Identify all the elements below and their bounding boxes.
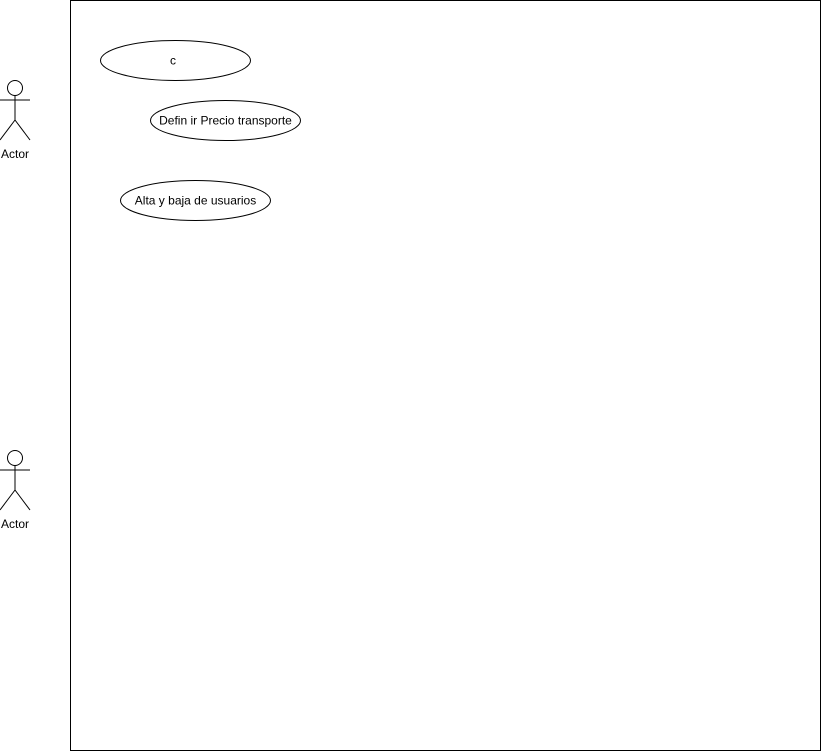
actor-label: Actor [1,517,29,531]
actor-left-leg [0,489,16,511]
use-case-definir-precio-transporte[interactable]: Defin ir Precio transporte [150,100,301,141]
use-case-label: c [170,54,176,68]
use-case-label: Defin ir Precio transporte [159,114,292,128]
use-case-c[interactable]: c [100,40,251,81]
actor-head [7,80,23,96]
actor-right-leg [14,489,31,511]
actor-1[interactable]: Actor [0,80,31,162]
use-case-ellipse [120,180,271,221]
use-case-ellipse [100,40,251,81]
actor-label: Actor [1,147,29,161]
use-case-ellipse [150,100,301,141]
actor-right-leg [14,119,31,141]
actor-head [7,450,23,466]
use-case-label: Alta y baja de usuarios [135,194,256,208]
use-case-alta-baja-usuarios[interactable]: Alta y baja de usuarios [120,180,271,221]
actor-2[interactable]: Actor [0,450,31,532]
actor-left-leg [0,119,16,141]
